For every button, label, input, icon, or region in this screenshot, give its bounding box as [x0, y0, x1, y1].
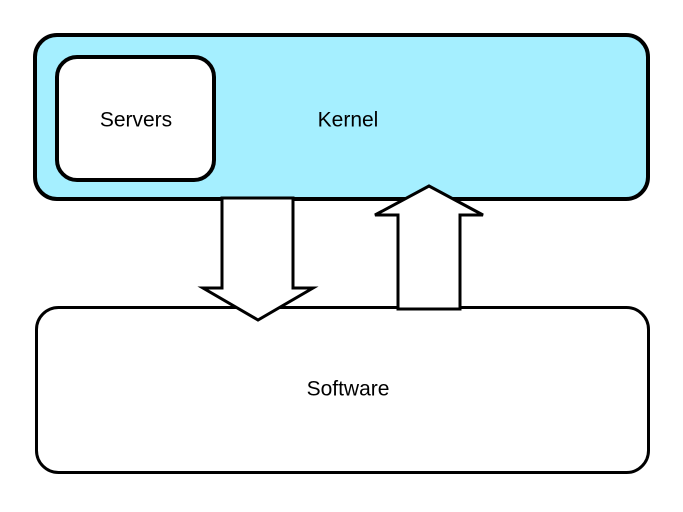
- servers-label: Servers: [100, 109, 172, 132]
- kernel-label: Kernel: [318, 109, 379, 132]
- arrow-software-to-kernel-up-icon: [374, 184, 484, 311]
- servers-box[interactable]: [55, 55, 216, 182]
- software-box[interactable]: [35, 306, 650, 474]
- software-label: Software: [307, 378, 390, 401]
- arrow-kernel-to-software-down-icon: [197, 196, 319, 322]
